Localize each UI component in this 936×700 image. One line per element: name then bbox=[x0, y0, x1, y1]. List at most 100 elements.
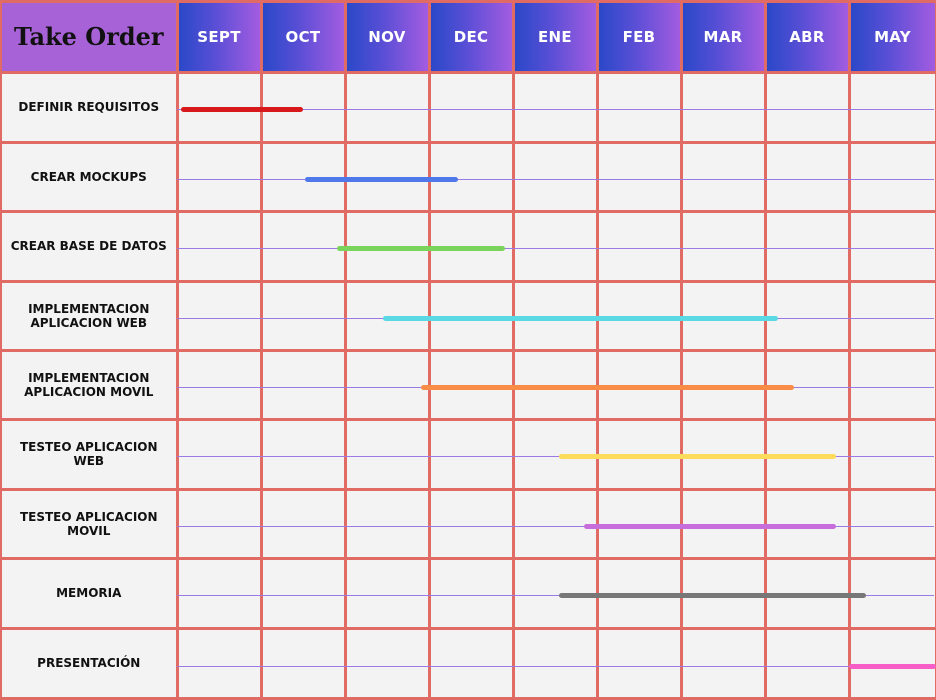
grid-cell bbox=[514, 73, 596, 141]
grid-cell bbox=[262, 143, 344, 210]
grid-cell bbox=[682, 282, 764, 349]
month-header-mar: MAR bbox=[682, 3, 764, 71]
grid-cell bbox=[850, 490, 935, 557]
task-bar bbox=[304, 177, 459, 182]
row-guide-line bbox=[177, 109, 934, 110]
row-guide-line bbox=[177, 595, 934, 596]
grid-cell bbox=[430, 351, 512, 418]
task-label: IMPLEMENTACION APLICACION MOVIL bbox=[24, 370, 154, 399]
task-label-cell: IMPLEMENTACION APLICACION MOVIL bbox=[2, 351, 176, 418]
task-bar bbox=[584, 524, 837, 529]
grid-cell bbox=[346, 420, 428, 488]
grid-cell bbox=[430, 490, 512, 557]
month-header-may: MAY bbox=[850, 3, 935, 71]
grid-cell bbox=[598, 351, 680, 418]
grid-cell bbox=[850, 351, 935, 418]
month-label: NOV bbox=[368, 27, 406, 46]
task-label-cell: PRESENTACIÓN bbox=[2, 629, 176, 697]
task-bar bbox=[559, 454, 837, 459]
grid-cell bbox=[514, 351, 596, 418]
grid-cell bbox=[178, 629, 260, 697]
task-label-cell: MEMORIA bbox=[2, 559, 176, 627]
task-label-cell: CREAR MOCKUPS bbox=[2, 143, 176, 210]
grid-cell bbox=[262, 559, 344, 627]
grid-cell bbox=[598, 212, 680, 280]
month-label: FEB bbox=[622, 27, 656, 46]
month-label: ENE bbox=[538, 27, 572, 46]
task-label-cell: CREAR BASE DE DATOS bbox=[2, 212, 176, 280]
grid-cell bbox=[682, 73, 764, 141]
grid-cell bbox=[766, 351, 848, 418]
grid-cell bbox=[850, 629, 935, 697]
grid-cell bbox=[682, 212, 764, 280]
task-label: DEFINIR REQUISITOS bbox=[18, 100, 160, 114]
row-guide-line bbox=[177, 526, 934, 527]
grid-cell bbox=[850, 73, 935, 141]
grid-cell bbox=[514, 629, 596, 697]
task-label: CREAR MOCKUPS bbox=[30, 169, 147, 184]
task-label: TESTEO APLICACION MOVIL bbox=[19, 509, 158, 538]
month-header-nov: NOV bbox=[346, 3, 428, 71]
grid-cell bbox=[766, 212, 848, 280]
grid-cell bbox=[346, 143, 428, 210]
grid-cell bbox=[178, 351, 260, 418]
grid-cell bbox=[262, 351, 344, 418]
grid-cell bbox=[766, 629, 848, 697]
grid-cell bbox=[262, 420, 344, 488]
grid-cell bbox=[178, 143, 260, 210]
grid-cell bbox=[346, 73, 428, 141]
grid-cell bbox=[346, 351, 428, 418]
grid-cell bbox=[766, 143, 848, 210]
grid-cell bbox=[346, 559, 428, 627]
grid-cell bbox=[598, 143, 680, 210]
row-guide-line bbox=[177, 456, 934, 457]
grid-cell bbox=[346, 282, 428, 349]
task-label: PRESENTACIÓN bbox=[37, 656, 141, 671]
grid-cell bbox=[346, 629, 428, 697]
grid-cell bbox=[262, 212, 344, 280]
grid-cell bbox=[682, 629, 764, 697]
task-label-cell: DEFINIR REQUISITOS bbox=[2, 73, 176, 141]
grid-cell bbox=[514, 212, 596, 280]
task-bar bbox=[559, 593, 867, 598]
grid-cell bbox=[682, 143, 764, 210]
grid-cell bbox=[850, 212, 935, 280]
grid-cell bbox=[850, 143, 935, 210]
grid-cell bbox=[514, 490, 596, 557]
task-bar bbox=[336, 246, 505, 251]
grid-cell bbox=[430, 282, 512, 349]
task-label-cell: TESTEO APLICACION WEB bbox=[2, 420, 176, 488]
task-bar bbox=[849, 664, 936, 669]
grid-cell bbox=[346, 490, 428, 557]
grid-cell bbox=[178, 212, 260, 280]
month-header-oct: OCT bbox=[262, 3, 344, 71]
grid-cell bbox=[850, 420, 935, 488]
grid-cell bbox=[430, 559, 512, 627]
month-header-ene: ENE bbox=[514, 3, 596, 71]
grid-cell bbox=[430, 143, 512, 210]
grid-cell bbox=[178, 559, 260, 627]
grid-cell bbox=[514, 282, 596, 349]
grid-cell bbox=[682, 351, 764, 418]
task-label-cell: TESTEO APLICACION MOVIL bbox=[2, 490, 176, 557]
month-header-abr: ABR bbox=[766, 3, 848, 71]
task-label: TESTEO APLICACION WEB bbox=[19, 440, 158, 468]
month-header-dec: DEC bbox=[430, 3, 512, 71]
grid-cell bbox=[262, 490, 344, 557]
grid-cell bbox=[766, 73, 848, 141]
chart-title-cell: Take Order bbox=[2, 3, 176, 71]
grid-cell bbox=[178, 490, 260, 557]
month-header-sept: SEPT bbox=[178, 3, 260, 71]
grid-cell bbox=[430, 420, 512, 488]
month-label: ABR bbox=[789, 27, 825, 46]
month-label: DEC bbox=[453, 27, 489, 46]
task-label: MEMORIA bbox=[56, 586, 122, 600]
task-label: CREAR BASE DE DATOS bbox=[10, 239, 167, 253]
grid-cell bbox=[514, 143, 596, 210]
grid-cell bbox=[850, 282, 935, 349]
grid-cell bbox=[682, 490, 764, 557]
row-guide-line bbox=[177, 666, 934, 667]
grid-cell bbox=[598, 282, 680, 349]
row-guide-line bbox=[177, 179, 934, 180]
